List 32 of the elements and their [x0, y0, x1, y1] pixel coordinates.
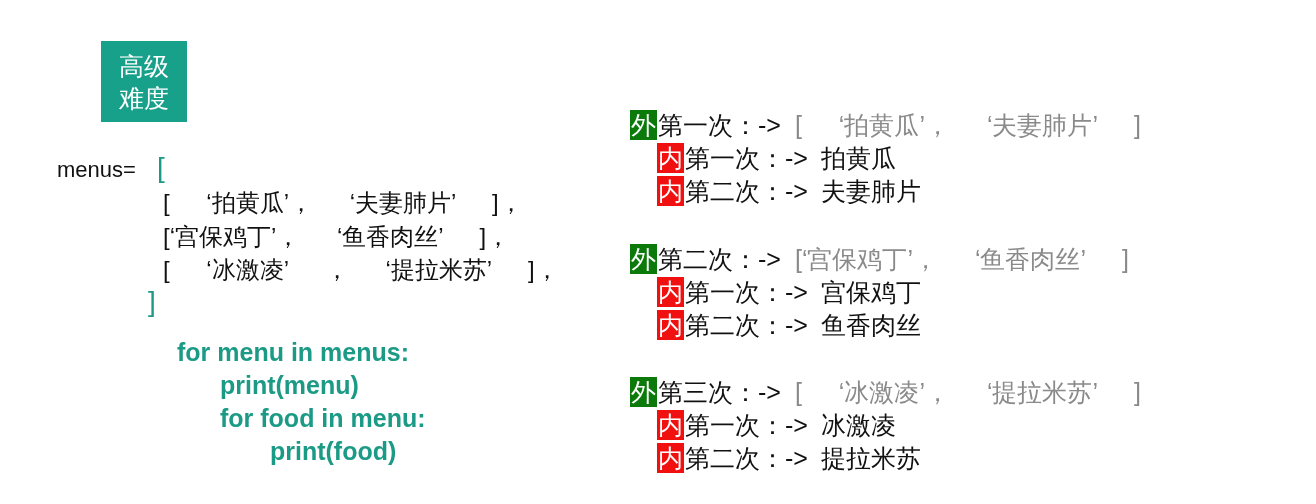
inner-loop-tag: 内 [657, 277, 684, 307]
outer-loop-tag: 外 [630, 244, 657, 274]
code-bracket: ] [148, 287, 156, 317]
outer-loop-tag: 外 [630, 110, 657, 140]
iteration-text: 第三次：-> [658, 377, 781, 407]
inner-loop-tag: 内 [657, 443, 684, 473]
list-text: [ ‘冰激凌’， ‘提拉米苏’ ] [794, 377, 1141, 407]
iteration-text: 第一次：-> 冰激凌 [685, 410, 896, 440]
inner-loop-tag: 内 [657, 310, 684, 340]
code-line: [ ‘冰激凌’ ， ‘提拉米苏’ ]， [163, 255, 559, 285]
iteration-text: 第二次：-> 提拉米苏 [685, 443, 921, 473]
code-line: menus= [57, 156, 136, 184]
code-line: for menu in menus: [177, 337, 409, 367]
code-line: print(menu) [220, 370, 359, 400]
list-text: [ ‘拍黄瓜’， ‘夫妻肺片’ ] [794, 110, 1141, 140]
difficulty-badge: 高级难度 [101, 41, 187, 122]
inner-loop-tag: 内 [657, 410, 684, 440]
inner-loop-tag: 内 [657, 143, 684, 173]
iteration-text: 第一次：-> 拍黄瓜 [685, 143, 896, 173]
code-line: [ ‘拍黄瓜’， ‘夫妻肺片’ ]， [163, 188, 523, 218]
code-line: for food in menu: [220, 403, 426, 433]
iteration-text: 第一次：-> [658, 110, 781, 140]
code-bracket: [ [157, 153, 165, 183]
code-line: [‘宫保鸡丁’， ‘鱼香肉丝’ ]， [163, 222, 511, 252]
iteration-text: 第二次：-> 鱼香肉丝 [685, 310, 921, 340]
iteration-text: 第二次：-> [658, 244, 781, 274]
inner-loop-tag: 内 [657, 176, 684, 206]
list-text: [‘宫保鸡丁’， ‘鱼香肉丝’ ] [794, 244, 1129, 274]
outer-loop-tag: 外 [630, 377, 657, 407]
code-line: print(food) [270, 436, 397, 466]
iteration-text: 第二次：-> 夫妻肺片 [685, 176, 921, 206]
iteration-text: 第一次：-> 宫保鸡丁 [685, 277, 921, 307]
